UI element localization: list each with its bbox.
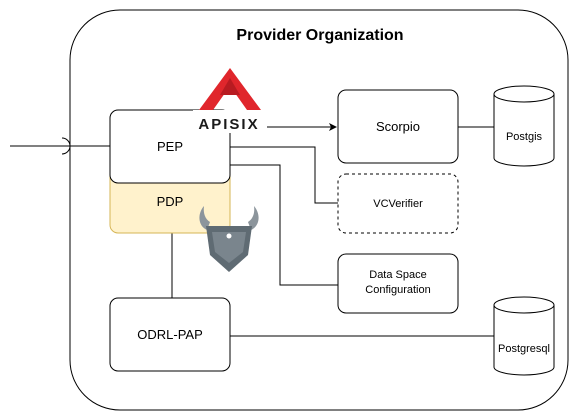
socket-icon — [61, 137, 71, 155]
data-space-configuration-line2: Configuration — [365, 284, 430, 296]
odrl-pap-label: ODRL-PAP — [137, 327, 203, 342]
data-space-configuration-box — [337, 253, 459, 314]
container-title: Provider Organization — [236, 27, 403, 44]
pep-to-vcverifier-connector — [230, 146, 338, 204]
pep-label: PEP — [157, 139, 183, 154]
pdp-label: PDP — [157, 194, 184, 209]
postgresql-label: Postgresql — [498, 343, 550, 355]
data-space-configuration-line1: Data Space — [369, 269, 426, 281]
postgis-label: Postgis — [506, 131, 543, 143]
postgis-database: Postgis — [493, 85, 555, 167]
vcverifier-label: VCVerifier — [373, 198, 423, 210]
apisix-wordmark: APISIX — [198, 116, 259, 133]
postgresql-database: Postgresql — [493, 296, 555, 376]
vcverifier-box — [337, 173, 459, 234]
opa-logo-icon — [199, 206, 259, 272]
odrl-pap-box — [109, 297, 231, 372]
pep-to-dataspace-connector — [230, 164, 338, 286]
apisix-logo-icon: APISIX — [193, 68, 267, 133]
scorpio-box — [337, 89, 459, 164]
scorpio-label: Scorpio — [376, 119, 420, 134]
